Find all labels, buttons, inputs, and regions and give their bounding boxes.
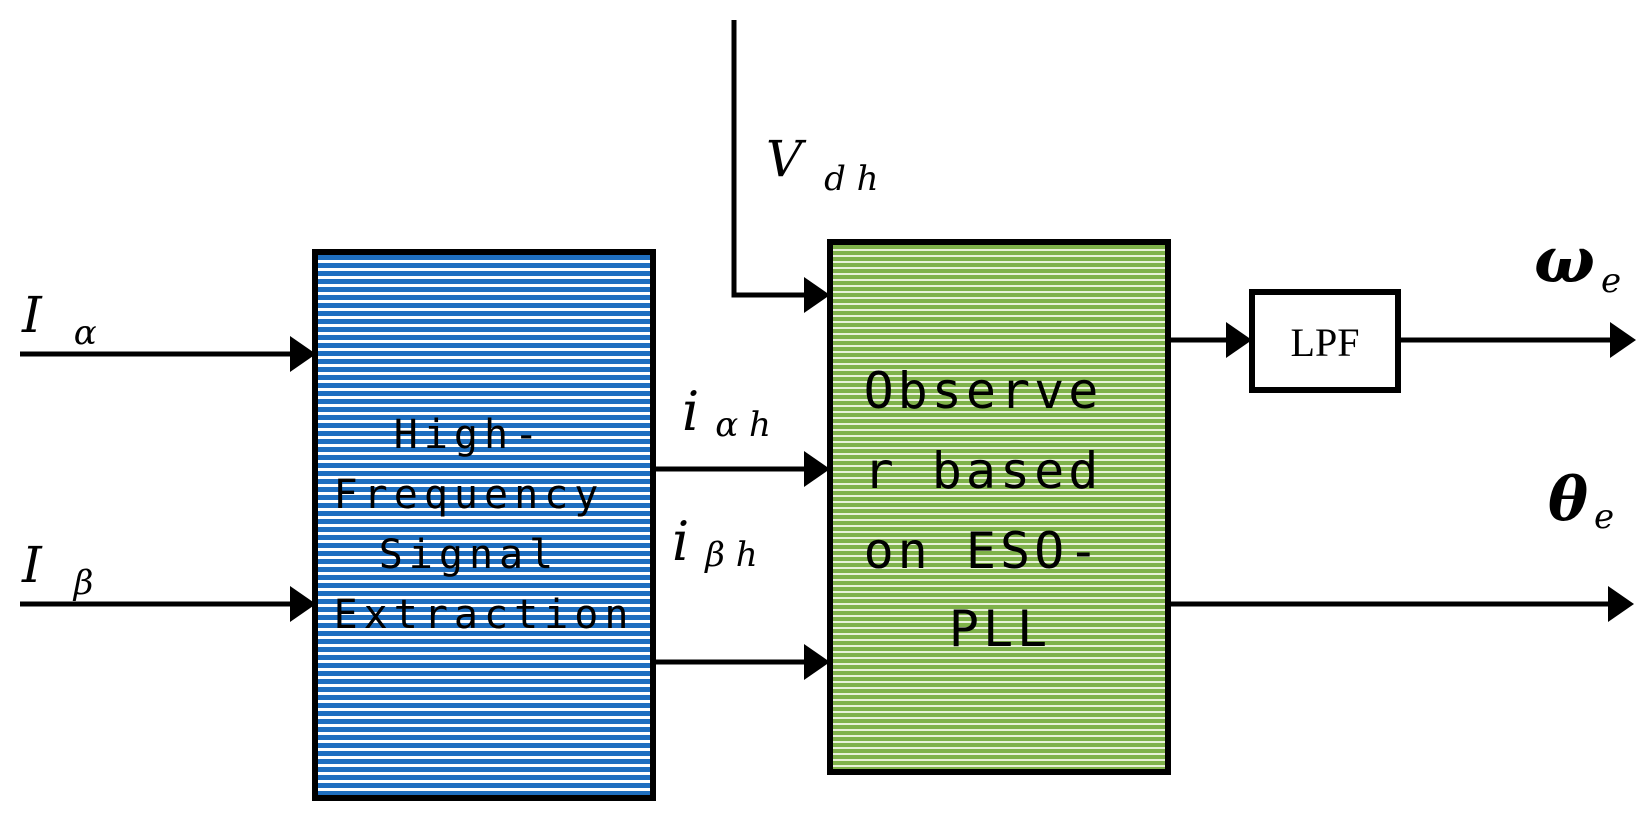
hf-block-line-4: Extraction <box>334 592 635 638</box>
wire-i-alpha-h <box>653 451 830 487</box>
lpf-block[interactable]: LPF <box>1249 289 1401 393</box>
wire-observer-to-lpf <box>1168 322 1252 358</box>
svg-text:High- Frequency Si: High- Frequency Signal Extraction <box>334 412 635 638</box>
wire-v-dh <box>731 20 830 313</box>
wire-theta-e <box>1168 586 1634 622</box>
hf-block-line-2: Frequency <box>334 472 605 518</box>
label-omega-e: ω e <box>1534 223 1621 301</box>
label-i-beta-h: i β h <box>672 510 758 575</box>
label-i-alpha-h: i α h <box>682 380 771 445</box>
svg-text:Observe r based on: Observe r based on ESO- PLL <box>864 362 1137 658</box>
wire-i-alpha <box>20 336 316 372</box>
label-v-dh: V d h <box>766 130 879 199</box>
observer-block[interactable]: Observe r based on ESO- PLL <box>827 239 1171 775</box>
wire-i-beta <box>20 586 316 622</box>
wire-omega-e <box>1398 322 1636 358</box>
label-theta-e: θ e <box>1548 465 1614 537</box>
observer-block-line-3: on ESO- <box>864 522 1103 580</box>
observer-block-line-2: r based <box>864 442 1103 500</box>
hf-block-line-1: High- <box>394 412 544 458</box>
lpf-label: LPF <box>1291 320 1360 365</box>
label-i-alpha: I α <box>21 286 97 353</box>
label-i-beta: I β <box>21 536 93 603</box>
observer-block-line-4: PLL <box>949 600 1051 658</box>
hf-extraction-block[interactable]: High- Frequency Signal Extraction <box>312 249 656 801</box>
wire-i-beta-h <box>653 644 830 680</box>
observer-block-line-1: Observe <box>864 362 1103 420</box>
hf-block-line-3: Signal <box>379 532 560 578</box>
